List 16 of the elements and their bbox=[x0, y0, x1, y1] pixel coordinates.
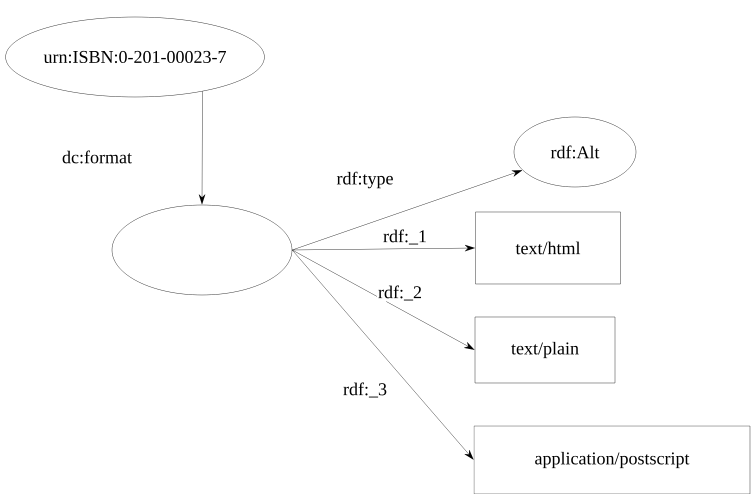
edge-label: rdf:_3 bbox=[342, 382, 388, 398]
edge-label: rdf:type bbox=[336, 170, 394, 190]
edge-label: rdf:_1 bbox=[382, 228, 428, 246]
arrow bbox=[292, 250, 474, 460]
box-node: text/plain bbox=[474, 316, 616, 384]
ellipse-node: urn:ISBN:0-201-00023-7 bbox=[5, 16, 265, 98]
edge-label: rdf:_2 bbox=[377, 284, 423, 302]
edge-label: dc:format bbox=[61, 150, 133, 164]
arrow bbox=[292, 250, 474, 350]
arrow bbox=[198, 91, 206, 204]
arrow bbox=[292, 244, 475, 252]
box-node: text/html bbox=[475, 212, 621, 284]
ellipse-node: rdf:Alt bbox=[514, 116, 636, 188]
box-node: application/postscript bbox=[474, 426, 750, 494]
arrow bbox=[292, 170, 522, 250]
ellipse-node bbox=[112, 204, 292, 296]
